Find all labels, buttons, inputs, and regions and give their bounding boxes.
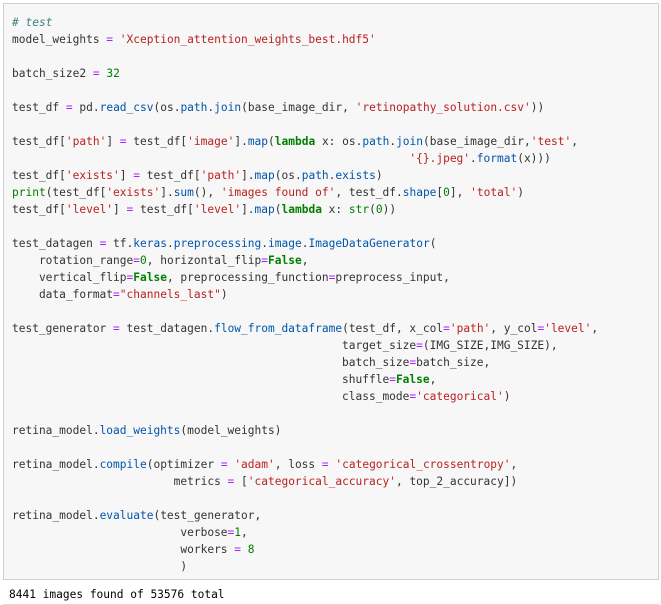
output-area: 8441 images found of 53576 total xyxy=(3,584,659,605)
code-cell[interactable]: # test model_weights = 'Xception_attenti… xyxy=(3,3,659,580)
code-editor[interactable]: # test model_weights = 'Xception_attenti… xyxy=(12,16,599,573)
output-text: 8441 images found of 53576 total xyxy=(9,588,225,601)
